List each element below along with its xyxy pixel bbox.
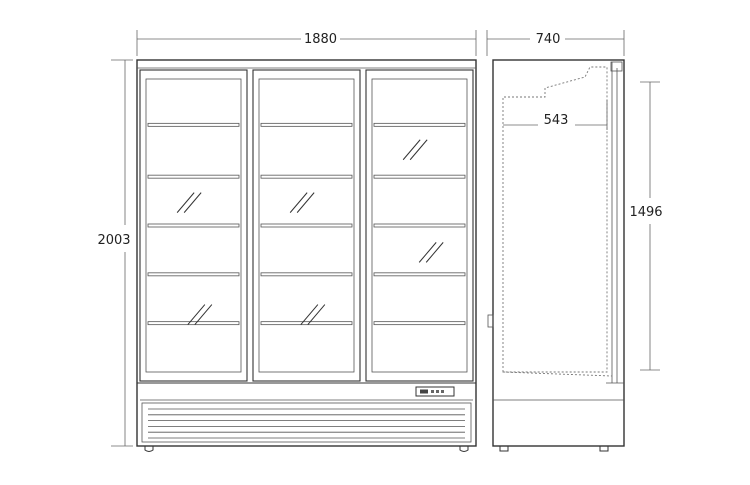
ventilation-grille — [141, 402, 472, 443]
shelf — [373, 122, 466, 127]
side-view — [487, 59, 625, 452]
control-panel-box — [415, 386, 455, 397]
glass-glare-line — [409, 139, 428, 161]
shelf — [147, 223, 240, 228]
side-cabinet-outline — [492, 59, 625, 447]
door-frame — [365, 69, 474, 382]
inner-depth-label: 543 — [544, 113, 569, 128]
foot-left — [144, 446, 154, 452]
shelf — [147, 321, 240, 326]
glass-glare-line — [402, 139, 421, 161]
dimension-total-height: 2003 — [97, 59, 133, 447]
inner-volume-outline — [502, 66, 608, 373]
control-panel — [415, 386, 455, 397]
dimension-side-depth: 740 — [486, 30, 625, 56]
glass-glare-line — [418, 242, 437, 263]
dimension-total-width: 1880 — [136, 30, 477, 56]
glass-glare-line — [176, 192, 195, 213]
door-frame — [252, 69, 361, 382]
side-handle — [487, 314, 494, 328]
shelf — [147, 174, 240, 179]
glass-glare-line — [425, 242, 444, 263]
control-button-1 — [431, 390, 434, 393]
door-glass — [371, 78, 468, 373]
shelf — [260, 122, 353, 127]
shelf — [373, 174, 466, 179]
glass-glare-line — [183, 192, 202, 213]
shelf — [373, 321, 466, 326]
door-frame — [139, 69, 248, 382]
shelf — [373, 223, 466, 228]
glass-glare-line — [300, 304, 319, 325]
front-view — [136, 59, 477, 452]
shelf — [147, 122, 240, 127]
glass-glare-line — [307, 304, 326, 325]
door-glass — [258, 78, 355, 373]
display-indicator — [420, 389, 428, 394]
shelf — [260, 223, 353, 228]
width-label: 1880 — [304, 32, 337, 47]
shelf — [260, 174, 353, 179]
side-foot-right — [599, 445, 609, 452]
glass-glare-line — [296, 192, 315, 213]
shelf — [373, 272, 466, 277]
front-feet — [144, 446, 469, 452]
dimension-inner-depth: 543 — [503, 100, 608, 130]
grille-frame — [141, 402, 472, 443]
glass-glare-line — [187, 304, 206, 325]
inner-height-label: 1496 — [629, 205, 662, 220]
control-button-2 — [436, 390, 439, 393]
control-button-3 — [441, 390, 444, 393]
foot-right — [459, 446, 469, 452]
glass-glare-line — [194, 304, 213, 325]
shelf — [260, 321, 353, 326]
side-foot-left — [499, 445, 509, 452]
depth-label: 740 — [536, 32, 561, 47]
glass-doors — [139, 69, 474, 382]
side-top-hinge — [610, 61, 623, 72]
height-label: 2003 — [97, 233, 130, 248]
shelf — [147, 272, 240, 277]
glass-glare-line — [289, 192, 308, 213]
dimension-inner-height: 1496 — [629, 81, 663, 371]
shelf — [260, 272, 353, 277]
inner-floor-line — [502, 371, 613, 377]
door-glass — [145, 78, 242, 373]
cabinet-outline — [136, 59, 477, 447]
